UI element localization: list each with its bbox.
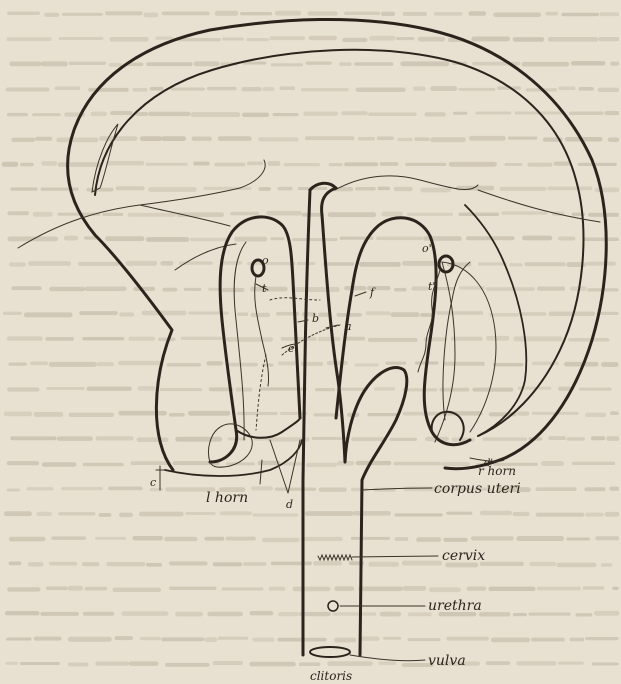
label-urethra: urethra [428,598,482,614]
label-b: b [312,312,319,325]
label-vulva: vulva [428,653,466,669]
label-t-left: t [262,282,267,295]
label-o-left: o [262,254,269,267]
vulva-line [350,655,425,661]
corpus-line [362,488,432,490]
label-a: a [345,320,352,333]
cervix-marking [318,555,352,560]
label-clitoris: clitoris [310,669,352,683]
left-horn-lower-curve [236,418,300,438]
label-r-horn: r horn [478,464,516,478]
left-vessel-dotted [256,355,266,430]
label-f: f [369,286,376,299]
upper-fold-line-2 [140,205,230,226]
right-horn-inner [443,262,470,420]
cervix-line [352,556,438,557]
label-l-horn: l horn [206,490,248,506]
label-corpus-uteri: corpus uteri [434,481,521,497]
brace-c [156,466,164,490]
septum-left-edge [303,190,310,655]
left-horn-inner [234,242,246,440]
label-e: e [288,342,295,355]
label-t-right: t' [428,280,435,293]
vulva-opening [310,647,350,657]
left-side-curve [175,244,236,270]
upper-fold-right [335,176,478,190]
label-c: c [150,476,156,489]
label-cervix: cervix [442,548,485,564]
leader-f [355,292,366,296]
label-o-right: o' [422,242,432,255]
label-d: d [286,498,293,511]
septum-right-edge [322,188,407,655]
right-membrane-fold [465,205,526,436]
urethra-opening [328,601,338,611]
leader-d [270,440,300,493]
left-lower-membrane [165,440,302,476]
upper-fold-left [18,160,265,248]
